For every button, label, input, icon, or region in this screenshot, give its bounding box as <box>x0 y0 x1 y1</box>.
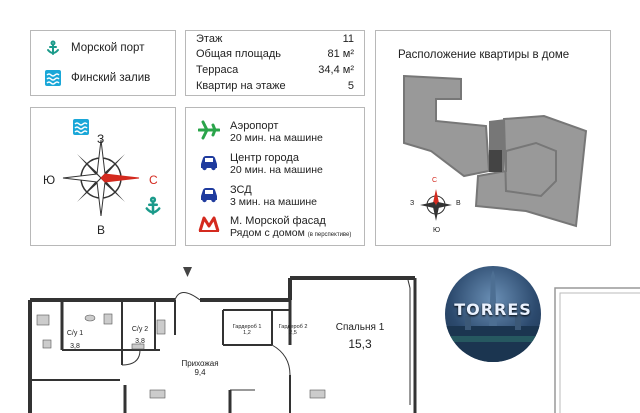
building-outline <box>403 74 588 228</box>
stats-value: 11 <box>342 33 354 45</box>
transport-detail: Рядом с домом (в перспективе) <box>230 227 351 241</box>
compass-panel: З В Ю С <box>30 107 176 246</box>
stats-row-area: Общая площадь 81 м² <box>196 48 354 60</box>
legend-item-gulf: Финский залив <box>45 70 150 86</box>
stats-row-floor: Этаж 11 <box>196 33 354 45</box>
room-area: 15,3 <box>348 337 372 351</box>
room-area: 2,5 <box>289 330 297 336</box>
compass-n-label: З <box>97 132 105 146</box>
legend-item-port: Морской порт <box>45 40 144 56</box>
transport-item-center: Центр города 20 мин. на машине <box>198 152 323 176</box>
room-bathroom-1-area: 3,8 <box>60 343 90 350</box>
room-bedroom-1: Спальня 1 15,3 <box>325 322 395 351</box>
anchor-icon <box>145 196 161 215</box>
room-area: 9,4 <box>194 368 206 377</box>
transport-title: Аэропорт <box>230 120 279 132</box>
logo-text: TORRES <box>454 300 532 319</box>
stats-row-apartments: Квартир на этаже 5 <box>196 80 354 92</box>
transport-note: (в перспективе) <box>307 232 352 238</box>
city-skyline <box>445 270 541 362</box>
transport-detail-text: Рядом с домом <box>230 227 305 239</box>
compass-w-label: Ю <box>43 173 56 187</box>
room-name: Спальня 1 <box>335 322 385 333</box>
compass-rose <box>62 139 140 217</box>
compass-rose-small <box>420 189 452 221</box>
transport-title: М. Морской фасад <box>230 215 326 227</box>
room-bathroom-1: С/у 1 <box>60 330 90 337</box>
transport-title: Центр города <box>230 152 299 164</box>
stats-row-terrace: Терраса 34,4 м² <box>196 64 354 76</box>
compass-w-label: З <box>410 200 415 207</box>
transport-title: ЗСД <box>230 184 252 196</box>
stats-label: Квартир на этаже <box>196 80 286 92</box>
legend-panel: Морской порт Финский залив <box>30 30 176 96</box>
room-wardrobe-1: Гардероб 1 1,2 <box>225 324 269 336</box>
entrance-arrow-icon <box>183 267 192 277</box>
transport-detail: 20 мин. на машине <box>230 132 323 144</box>
stats-label: Этаж <box>196 33 223 45</box>
room-bathroom-2: С/у 2 <box>125 326 155 333</box>
transport-detail: 20 мин. на машине <box>230 164 323 176</box>
room-area: 3,8 <box>70 343 80 350</box>
room-name: С/у 2 <box>131 326 149 333</box>
transport-panel: Аэропорт 20 мин. на машине Центр города … <box>185 107 365 246</box>
compass-s-label: Ю <box>433 227 441 234</box>
airplane-icon <box>198 120 220 140</box>
room-hallway: Прихожая 9,4 <box>175 359 225 377</box>
room-name: Гардероб 2 <box>278 324 308 330</box>
room-wardrobe-2: Гардероб 2 2,5 <box>271 324 315 336</box>
room-bathroom-2-area: 3,8 <box>125 338 155 345</box>
waves-icon <box>45 70 61 86</box>
room-area: 1,2 <box>243 330 251 336</box>
torres-logo: TORRES <box>445 266 541 362</box>
room-area: 3,8 <box>135 338 145 345</box>
room-name: Прихожая <box>181 359 219 368</box>
stats-label: Терраса <box>196 64 239 76</box>
legend-label: Финский залив <box>71 72 151 84</box>
compass-n-label: С <box>432 177 438 184</box>
stats-value: 34,4 м² <box>318 64 354 76</box>
car-icon <box>201 188 217 203</box>
stats-label: Общая площадь <box>196 48 281 60</box>
transport-item-metro: М. Морской фасад Рядом с домом (в перспе… <box>198 215 351 241</box>
stats-panel: Этаж 11 Общая площадь 81 м² Терраса 34,4… <box>185 30 365 96</box>
legend-label: Морской порт <box>71 42 145 54</box>
floor-plan <box>28 267 640 413</box>
location-title: Расположение квартиры в доме <box>398 49 570 61</box>
metro-icon <box>198 216 220 232</box>
anchor-icon <box>47 40 59 55</box>
stats-value: 5 <box>347 80 354 92</box>
waves-icon <box>73 119 89 135</box>
compass-e-label: С <box>149 173 158 187</box>
stats-value: 81 м² <box>327 48 354 60</box>
room-name: Гардероб 1 <box>232 324 262 330</box>
compass-e-label: В <box>456 200 461 207</box>
room-name: С/у 1 <box>66 330 84 337</box>
transport-item-airport: Аэропорт 20 мин. на машине <box>198 120 323 144</box>
transport-detail: 3 мин. на машине <box>230 196 318 208</box>
compass-s-label: В <box>97 223 106 237</box>
location-panel: Расположение квартиры в доме С Ю З В <box>375 30 611 246</box>
transport-item-zsd: ЗСД 3 мин. на машине <box>198 184 317 208</box>
car-icon <box>201 156 217 171</box>
